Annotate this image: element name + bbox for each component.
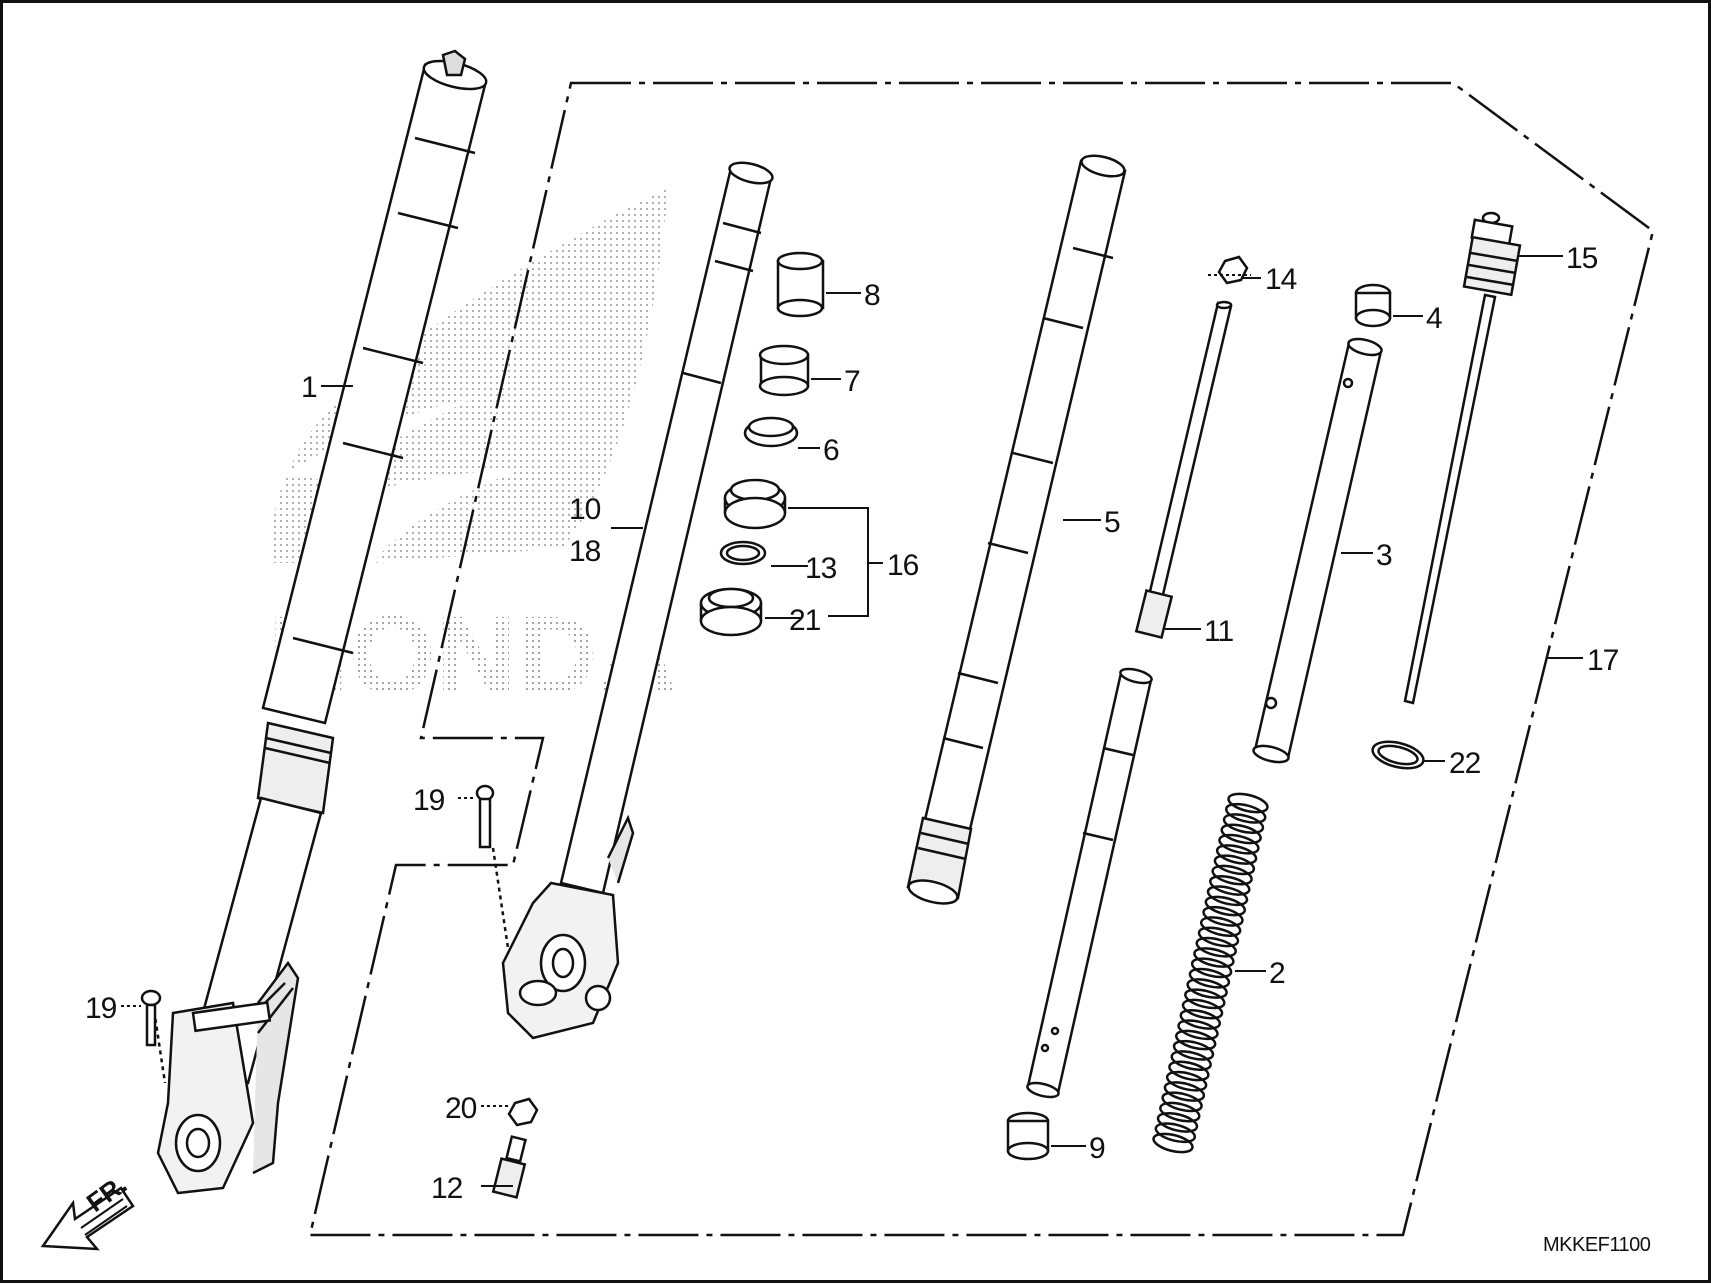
spring-coil <box>1152 1132 1194 1154</box>
spring-coil <box>1199 916 1242 937</box>
spring-coil <box>1206 885 1249 907</box>
callout-16: 16 <box>887 549 919 582</box>
o-ring-22 <box>1371 740 1425 770</box>
arrow-left-icon <box>40 1186 135 1251</box>
bolt-12 <box>491 1135 527 1199</box>
callout-11: 11 <box>1204 615 1233 648</box>
spring-coil <box>1195 936 1237 958</box>
spring-coil <box>1197 926 1240 948</box>
spring-coil <box>1186 978 1228 999</box>
callout-1: 1 <box>301 371 317 404</box>
spring-coil <box>1218 833 1260 855</box>
spring-coil <box>1193 947 1235 968</box>
spring-coil <box>1154 1122 1197 1144</box>
spring-coil <box>1174 1029 1217 1051</box>
spring-coil <box>1211 864 1253 886</box>
callout-4: 4 <box>1426 302 1442 335</box>
callouts: 1 2 3 4 5 6 7 8 9 10 11 12 13 14 15 16 1… <box>85 242 1620 1205</box>
spring-coil <box>1159 1101 1201 1123</box>
callout-19-upper: 19 <box>413 784 445 817</box>
callout-12: 12 <box>431 1172 463 1205</box>
spring-coil <box>1213 854 1256 876</box>
spring-coil <box>1184 988 1226 1010</box>
callout-8: 8 <box>864 279 880 312</box>
cap-4 <box>1354 283 1392 328</box>
spring-coil <box>1156 1112 1199 1133</box>
spring-coil <box>1204 895 1247 917</box>
spring-coil <box>1222 813 1265 834</box>
nut-14 <box>1217 255 1249 285</box>
fork-bolt-15 <box>1403 211 1522 705</box>
callout-18: 18 <box>569 535 601 568</box>
fork-spring <box>1152 792 1269 1154</box>
spring-coil <box>1177 1019 1219 1041</box>
spring-coil <box>1188 967 1231 989</box>
callout-2: 2 <box>1269 957 1285 990</box>
callout-6: 6 <box>823 434 839 467</box>
spring-coil <box>1165 1070 1208 1092</box>
damper-cartridge <box>1026 300 1233 1099</box>
front-direction-arrow: FR. <box>40 1169 135 1251</box>
callout-5: 5 <box>1104 506 1120 539</box>
spring-coil <box>1227 792 1269 814</box>
spring-coil <box>1179 1009 1222 1030</box>
spring-coil <box>1202 905 1244 927</box>
callout-9: 9 <box>1089 1132 1105 1165</box>
outer-tube <box>501 161 774 1040</box>
callout-3: 3 <box>1376 539 1392 572</box>
nut-20 <box>507 1097 539 1127</box>
callout-21: 21 <box>789 604 821 637</box>
callout-20: 20 <box>445 1092 477 1125</box>
bolt-19-left <box>140 989 167 1084</box>
spring-coil <box>1190 957 1233 979</box>
callout-19-lower: 19 <box>85 992 117 1025</box>
callout-15: 15 <box>1566 242 1598 275</box>
spring-coil <box>1224 802 1267 824</box>
callout-13: 13 <box>805 552 837 585</box>
spring-coil <box>1209 875 1251 896</box>
spring-coil <box>1168 1060 1210 1082</box>
callout-10: 10 <box>569 493 601 526</box>
spring-collar <box>1252 337 1383 764</box>
bolt-19-upper <box>475 784 510 949</box>
bushing-9 <box>1006 1111 1050 1161</box>
spring-coil <box>1163 1081 1206 1102</box>
seal-stack <box>699 251 825 637</box>
spring-coil <box>1170 1050 1212 1071</box>
spring-coil <box>1161 1091 1203 1113</box>
callout-7: 7 <box>844 365 860 398</box>
inner-tube <box>906 154 1127 905</box>
assembly-boundary <box>308 81 1655 1237</box>
spring-coil <box>1172 1039 1215 1061</box>
spring-coil <box>1220 823 1262 845</box>
callout-14: 14 <box>1265 263 1297 296</box>
fork-assembly-left <box>156 49 488 1195</box>
spring-coil <box>1215 844 1258 865</box>
spring-coil <box>1181 998 1224 1020</box>
diagram-code: MKKEF1100 <box>1543 1234 1651 1256</box>
callout-17: 17 <box>1587 644 1619 677</box>
leader-lines <box>121 255 1583 1187</box>
callout-22: 22 <box>1449 747 1481 780</box>
fork-exploded-view: HONDA <box>40 49 1655 1256</box>
